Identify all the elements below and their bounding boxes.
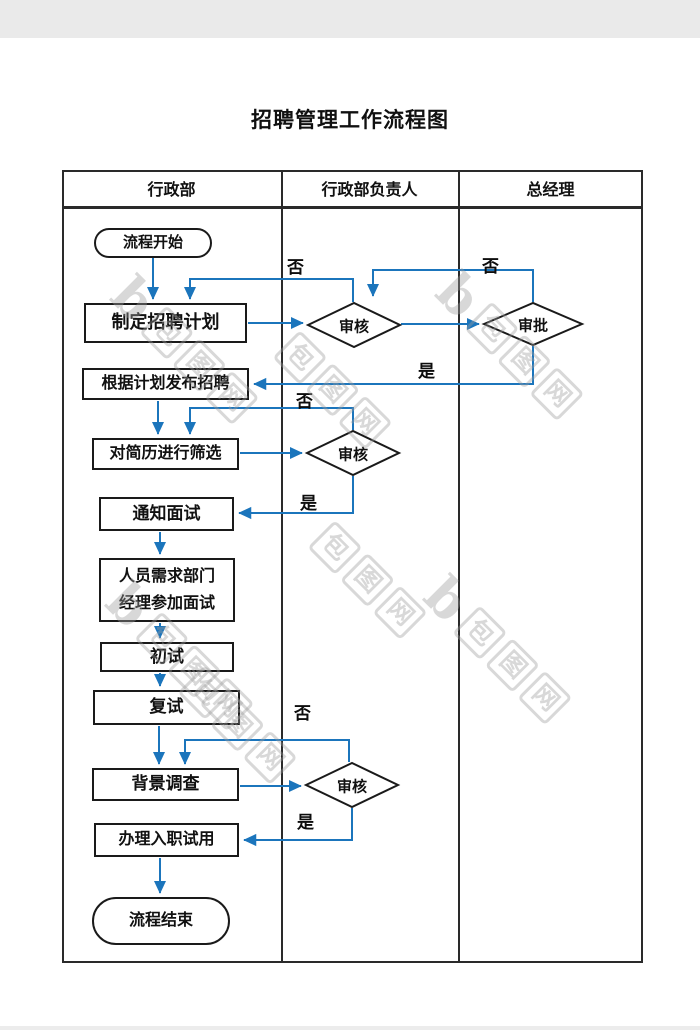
node-first-interview: 初试 [100,642,234,672]
edge-review3-yes-to-onboard [243,808,353,847]
lane-header-admin-manager: 行政部负责人 [321,182,418,199]
label-no-review1: 否 [287,258,304,277]
label-no-review3: 否 [294,704,311,723]
edge-review2-no-to-screen [183,407,354,435]
label-no-approve: 否 [482,257,499,276]
lane-header-general-manager: 总经理 [526,182,575,199]
decision-review1-label: 审核 [338,318,369,336]
node-publish-recruitment: 根据计划发布招聘 [82,368,249,400]
decision-approve-label: 审批 [517,317,548,335]
node-dept-line1: 人员需求部门 [118,568,215,586]
decision-review1-shape [305,301,403,349]
node-end: 流程结束 [92,897,230,945]
node-dept-manager-interview: 人员需求部门 经理参加面试 [99,558,235,622]
decision-review2-shape [304,429,402,477]
decision-review3-shape [303,761,401,809]
edge-review1-no-to-plan [183,278,354,302]
node-dept-line2: 经理参加面试 [118,594,215,612]
edge-approve-no-to-review1 [366,269,534,302]
swimlane-table [62,170,643,963]
lane-divider-1 [281,170,283,963]
lane-divider-2 [458,170,460,963]
node-notify-interview: 通知面试 [99,497,234,531]
decision-review3-label: 审核 [336,778,367,796]
label-no-review2: 否 [296,392,313,411]
page-title: 招聘管理工作流程图 [251,109,449,132]
edge-approve-yes-to-publish [253,346,534,391]
label-yes-review2: 是 [300,494,317,513]
decision-review2-label: 审核 [337,446,368,464]
decision-approve-shape [481,301,585,347]
node-background-check: 背景调查 [92,768,239,801]
page-bottom-margin [0,1026,700,1030]
label-yes-review3: 是 [297,813,314,832]
node-start: 流程开始 [94,228,212,258]
node-onboarding-probation: 办理入职试用 [94,823,239,857]
node-make-recruit-plan: 制定招聘计划 [84,303,247,343]
lane-header-admin-dept: 行政部 [147,182,196,199]
node-second-interview: 复试 [93,690,240,725]
edge-review2-yes-to-notify [238,476,354,520]
node-screen-resumes: 对简历进行筛选 [92,438,239,470]
page-top-margin [0,0,700,38]
edge-review3-no-to-background [178,739,350,765]
label-yes-approve: 是 [418,362,435,381]
lane-header-row: 行政部 行政部负责人 总经理 [62,170,643,209]
